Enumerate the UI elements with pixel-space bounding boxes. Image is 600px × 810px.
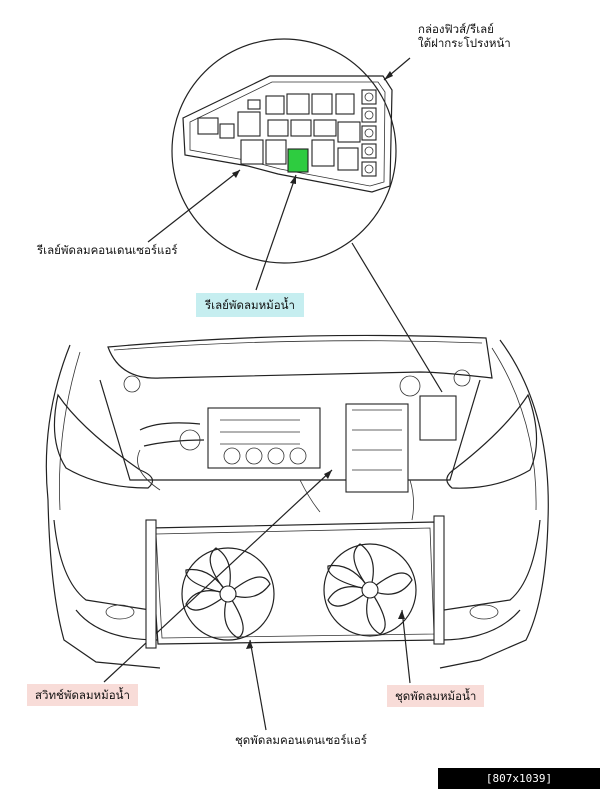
fuse-box-label: กล่องฟิวส์/รีเลย์ ใต้ฝากระโปรงหน้า xyxy=(418,22,511,50)
fuse-box-label-line1: กล่องฟิวส์/รีเลย์ xyxy=(418,22,494,36)
condenser-fan xyxy=(181,547,275,641)
condenser-fan-assembly-label: ชุดพัดลมคอนเดนเซอร์แอร์ xyxy=(235,733,367,747)
radiator-fan xyxy=(323,543,417,637)
engine-bay-diagram xyxy=(45,38,549,731)
car-outline xyxy=(45,334,549,669)
radiator-assembly xyxy=(145,515,445,649)
fuse-box-label-line2: ใต้ฝากระโปรงหน้า xyxy=(418,36,511,50)
watermark: [807x1039] http://upic.me/ xyxy=(438,768,600,806)
radiator-fan-assembly-label: ชุดพัดลมหม้อน้ำ xyxy=(387,685,485,707)
radiator-fan-switch-label: สวิทช์พัดลมหม้อน้ำ xyxy=(27,684,138,706)
radiator-fan-relay-highlight xyxy=(287,148,309,173)
radiator-fan-relay-label: รีเลย์พัดลมหม้อน้ำ xyxy=(196,293,304,317)
condenser-fan-relay-label: รีเลย์พัดลมคอนเดนเซอร์แอร์ xyxy=(37,243,178,257)
fuse-box-inset xyxy=(171,38,397,264)
